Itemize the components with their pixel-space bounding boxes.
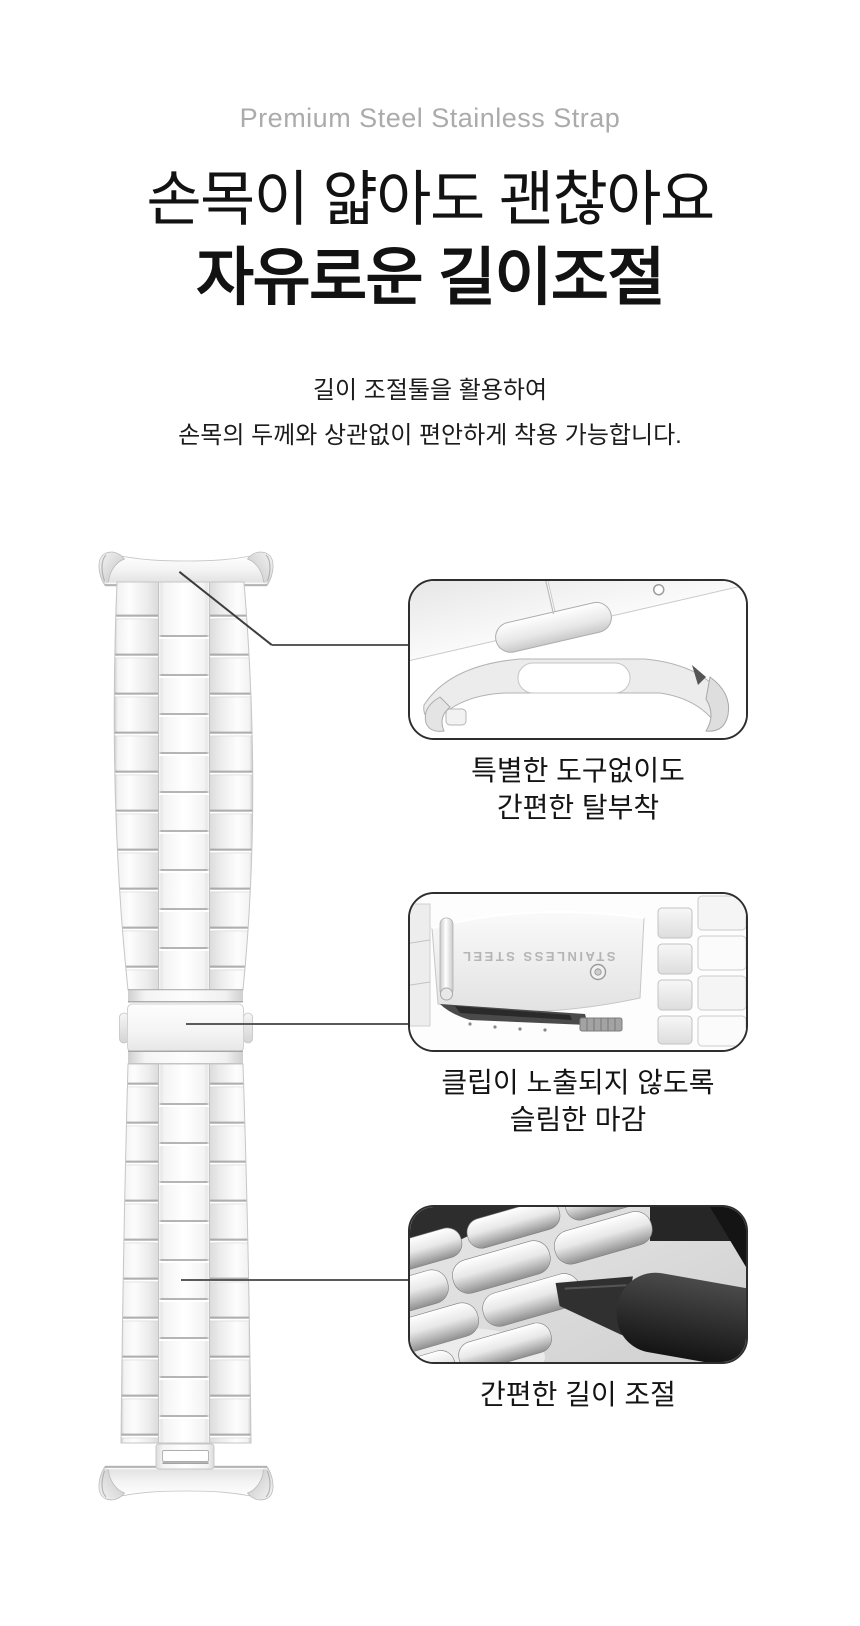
subtitle-line-1: 길이 조절툴을 활용하여 (312, 377, 548, 404)
clasp-image: STAINLESS STEEL (410, 894, 746, 1050)
callout-caption-adjust: 간편한 길이 조절 (408, 1376, 748, 1413)
eyebrow-text: Premium Steel Stainless Strap (239, 103, 621, 133)
title-line-1: 손목이 얇아도 괜찮아요 (146, 166, 715, 233)
leader-line-1 (272, 644, 408, 646)
leader-line-2 (186, 1023, 409, 1025)
subtitle-line-2: 손목의 두께와 상관없이 편안하게 착용 가능합니다. (178, 422, 682, 449)
callout-card-detach (408, 579, 748, 740)
caption-line: 클립이 노출되지 않도록 (441, 1067, 715, 1098)
callout-card-adjust (408, 1205, 748, 1364)
caption-line: 특별한 도구없이도 (471, 755, 685, 786)
strap-image (98, 551, 274, 1507)
clasp-engraving: STAINLESS STEEL (461, 949, 616, 964)
caption-line: 간편한 길이 조절 (480, 1379, 676, 1410)
subtitle: 길이 조절툴을 활용하여 손목의 두께와 상관없이 편안하게 착용 가능합니다. (0, 368, 860, 458)
caption-line: 간편한 탈부착 (496, 792, 660, 823)
callout-caption-clasp: 클립이 노출되지 않도록 슬림한 마감 (408, 1064, 748, 1138)
callout-caption-detach: 특별한 도구없이도 간편한 탈부착 (408, 752, 748, 826)
detach-connector-image (410, 581, 746, 738)
page-title: 손목이 얇아도 괜찮아요 자유로운 길이조절 (0, 160, 860, 316)
leader-line-3 (181, 1279, 408, 1281)
caption-line: 슬림한 마감 (509, 1104, 647, 1135)
title-line-2: 자유로운 길이조절 (196, 243, 665, 313)
length-adjust-image (410, 1207, 746, 1362)
callout-card-clasp: STAINLESS STEEL (408, 892, 748, 1052)
